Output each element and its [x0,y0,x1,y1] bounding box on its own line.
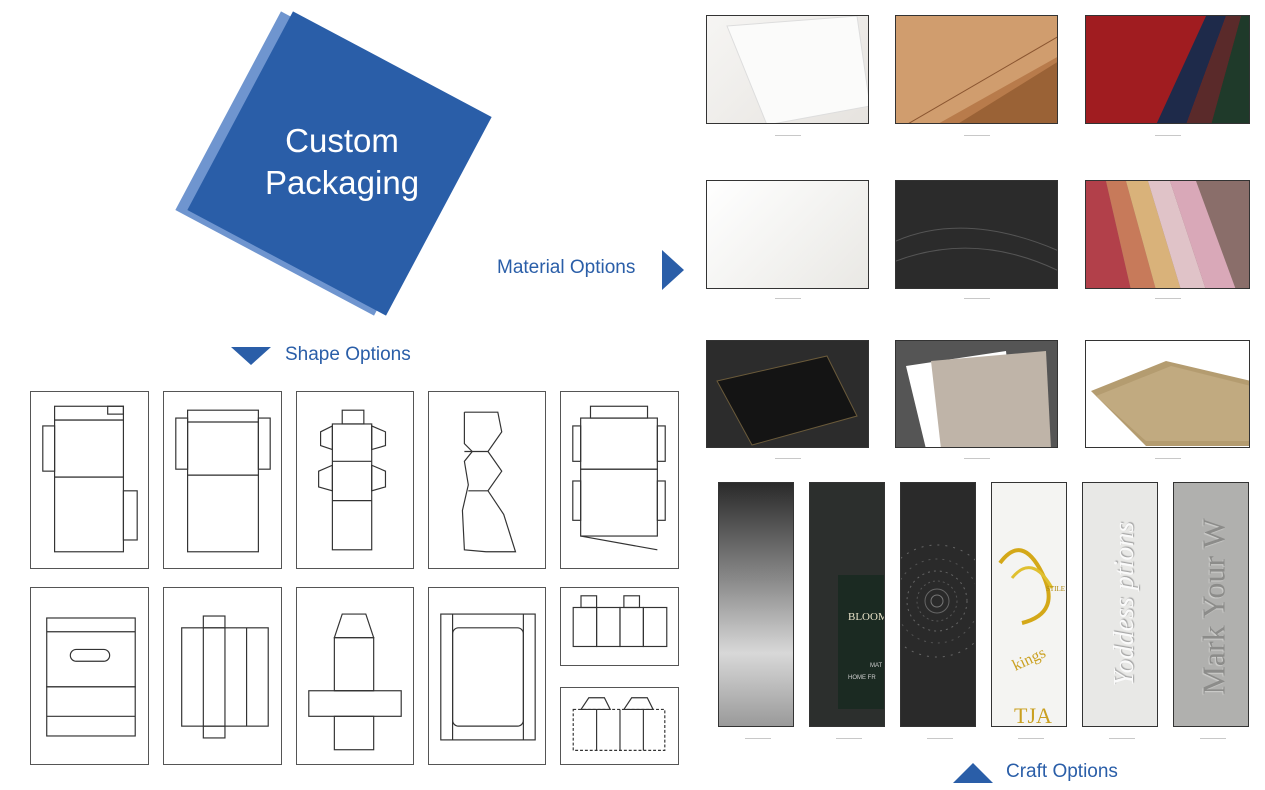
craft-strip-emboss[interactable]: Yoddess ptions [1082,482,1158,727]
arrow-down-icon [231,347,271,365]
material-swatch-pearl-paper[interactable] [1085,180,1250,289]
material-swatch-kraft-board[interactable] [1085,340,1250,448]
shape-template-5[interactable] [560,391,679,569]
shape-template-10[interactable] [560,587,679,666]
arrow-right-icon [662,250,684,290]
shape-template-2[interactable] [163,391,282,569]
material-swatch-colored-paper[interactable] [1085,15,1250,124]
dieline-icon [42,405,138,553]
material-swatch-kraft-paper[interactable] [895,15,1058,124]
shape-template-7[interactable] [163,587,282,765]
shape-template-9[interactable] [428,587,546,765]
material-swatch-grey-board[interactable] [895,340,1058,448]
material-swatch-black-board[interactable] [706,340,869,448]
shape-template-1[interactable] [30,391,149,569]
hero-title-line1: Custom [285,122,399,159]
material-swatch-black-card[interactable] [895,180,1058,289]
arrow-up-icon [953,763,993,783]
shape-template-4[interactable] [428,391,546,569]
shape-options-label: Shape Options [285,344,411,365]
material-swatch-white-paper[interactable] [706,15,869,124]
hero-title: Custom Packaging [232,120,452,204]
material-swatch-white-card[interactable] [706,180,869,289]
craft-strip-gold-foil[interactable]: STILE kings TJA [991,482,1067,727]
hero-title-line2: Packaging [264,164,420,201]
craft-deboss-text: Mark Your W [1195,518,1232,695]
craft-strip-uv-spot[interactable] [718,482,794,727]
material-options-label: Material Options [497,257,636,278]
craft-emboss-text: Yoddess ptions [1109,521,1140,687]
craft-strip-stamping[interactable]: BLOOM MAT HOME FR [809,482,885,727]
shape-template-6[interactable] [30,587,149,765]
shape-template-3[interactable] [296,391,414,569]
craft-strip-deboss[interactable]: Mark Your W [1173,482,1249,727]
shape-template-8[interactable] [296,587,414,765]
craft-strip-dot-pattern[interactable] [900,482,976,727]
craft-options-label: Craft Options [1006,761,1118,782]
craft-bloom-text: BLOOM [848,611,885,623]
shape-template-11[interactable] [560,687,679,765]
